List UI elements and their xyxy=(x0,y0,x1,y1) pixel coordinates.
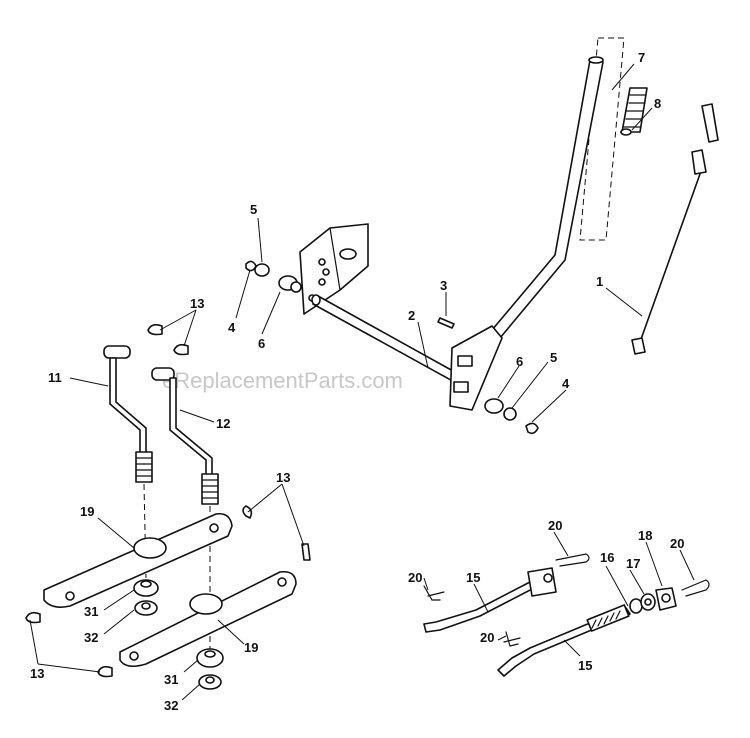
part-31-bushing-left[interactable] xyxy=(133,579,159,597)
lever-pivot-block[interactable] xyxy=(449,325,503,411)
part-15-rod-lower[interactable] xyxy=(497,604,631,677)
leader-lines xyxy=(29,63,695,701)
part-13-clip-upper-a[interactable] xyxy=(147,323,163,336)
callout-19-upper[interactable]: 19 xyxy=(80,504,94,519)
callout-31-right[interactable]: 31 xyxy=(164,672,178,687)
callout-6-upper[interactable]: 6 xyxy=(258,336,265,351)
callout-20-left[interactable]: 20 xyxy=(408,570,422,585)
part-3-pin[interactable] xyxy=(437,317,455,329)
part-13-clip-lower-a[interactable] xyxy=(25,611,41,624)
part-15-rod-upper[interactable] xyxy=(423,567,557,633)
part-18-block[interactable] xyxy=(655,587,677,611)
part-17-washer[interactable] xyxy=(640,593,656,611)
callout-6-lower[interactable]: 6 xyxy=(516,354,523,369)
part-13-clip-mid-b[interactable] xyxy=(301,543,311,561)
callout-20-bottom[interactable]: 20 xyxy=(480,630,494,645)
callout-1[interactable]: 1 xyxy=(596,274,603,289)
callout-32-left[interactable]: 32 xyxy=(84,630,98,645)
callout-7[interactable]: 7 xyxy=(638,50,645,65)
callout-31-left[interactable]: 31 xyxy=(84,604,98,619)
part-5-washer-lower[interactable] xyxy=(503,407,517,421)
part-13-clip-upper-b[interactable] xyxy=(173,343,189,356)
lift-handle[interactable] xyxy=(491,56,604,339)
callout-15-upper[interactable]: 15 xyxy=(466,570,480,585)
callout-5-upper[interactable]: 5 xyxy=(250,202,257,217)
callout-15-lower[interactable]: 15 xyxy=(578,658,592,673)
part-4-clip-lower[interactable] xyxy=(525,422,539,435)
callout-5-lower[interactable]: 5 xyxy=(550,350,557,365)
callout-13-lower[interactable]: 13 xyxy=(30,666,44,681)
callout-8[interactable]: 8 xyxy=(654,96,661,111)
part-13-clip-lower-b[interactable] xyxy=(97,665,113,678)
assembly-line-left xyxy=(143,483,147,579)
part-20-clip-d[interactable] xyxy=(503,631,521,647)
part-1-control-rod[interactable] xyxy=(631,103,719,355)
callout-18[interactable]: 18 xyxy=(638,528,652,543)
lift-bracket[interactable] xyxy=(299,223,369,315)
part-7-grip[interactable] xyxy=(621,87,648,133)
part-32-nut-right[interactable] xyxy=(198,674,222,690)
watermark-text: eReplacementParts.com xyxy=(162,368,403,393)
part-20-clip-b[interactable] xyxy=(423,585,445,601)
part-11-lift-link[interactable] xyxy=(103,345,153,483)
part-20-clip-a[interactable] xyxy=(555,553,590,567)
part-20-clip-c[interactable] xyxy=(681,579,710,597)
callout-32-right[interactable]: 32 xyxy=(164,698,178,713)
part-6-bushing-lower[interactable] xyxy=(484,398,504,414)
part-13-clip-mid-a[interactable] xyxy=(242,505,253,519)
part-31-bushing-right[interactable] xyxy=(196,648,224,668)
part-8-clip[interactable] xyxy=(620,128,632,136)
part-19-lift-arm-lower[interactable] xyxy=(119,570,297,668)
callout-13-mid[interactable]: 13 xyxy=(276,470,290,485)
part-4-clip-upper[interactable] xyxy=(245,260,257,272)
callout-labels: 1 2 3 4 4 5 5 6 6 7 8 11 12 13 13 13 15 … xyxy=(30,50,684,713)
part-6-bushing-upper[interactable] xyxy=(278,275,302,293)
callout-19-lower[interactable]: 19 xyxy=(244,640,258,655)
part-16-nut[interactable] xyxy=(629,598,643,614)
part-5-washer-upper[interactable] xyxy=(254,263,270,277)
part-32-nut-left[interactable] xyxy=(134,600,158,616)
handle-grip-outline xyxy=(579,37,625,241)
callout-20-right[interactable]: 20 xyxy=(670,536,684,551)
callout-12[interactable]: 12 xyxy=(216,416,230,431)
callout-20-top[interactable]: 20 xyxy=(548,518,562,533)
callout-13-upper[interactable]: 13 xyxy=(190,296,204,311)
callout-17[interactable]: 17 xyxy=(626,556,640,571)
callout-4-lower[interactable]: 4 xyxy=(562,376,570,391)
callout-3[interactable]: 3 xyxy=(440,278,447,293)
callout-16[interactable]: 16 xyxy=(600,550,614,565)
callout-4-upper[interactable]: 4 xyxy=(228,320,236,335)
callout-2[interactable]: 2 xyxy=(408,308,415,323)
part-19-lift-arm-upper[interactable] xyxy=(43,512,233,608)
callout-11[interactable]: 11 xyxy=(48,370,62,385)
part-12-lift-link[interactable] xyxy=(151,367,219,505)
